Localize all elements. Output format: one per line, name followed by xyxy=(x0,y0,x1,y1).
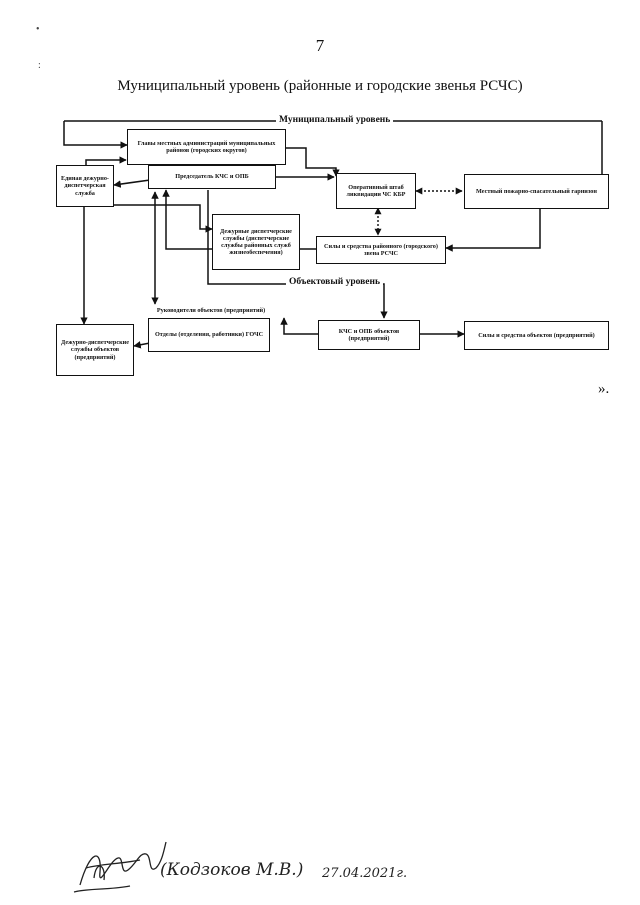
box-obj-duty-text: Дежурно-диспетчерские службы объектов (п… xyxy=(61,339,129,361)
box-forces-district: Силы и средства районного (городского) з… xyxy=(316,236,446,264)
frame-left-to-heads xyxy=(63,121,128,149)
box-obj-forces-text: Силы и средства объектов (предприятий) xyxy=(478,331,595,339)
margin-mark-side: : xyxy=(38,60,41,71)
box-edds-text: Единая дежурно-диспетчерская служба xyxy=(61,175,109,197)
box-obj-gochs-text: Отделы (отделения, работники) ГОЧС xyxy=(154,331,264,339)
box-object-gochs: Отделы (отделения, работники) ГОЧС xyxy=(148,318,270,352)
box-object-kchs: КЧС и ОПБ объектов (предприятий) xyxy=(318,320,420,350)
box-duty-text: Дежурные диспетчерские службы (диспетчер… xyxy=(220,227,292,257)
box-chair-kchs: Председатель КЧС и ОПБ xyxy=(148,165,276,189)
garrison-to-forces xyxy=(445,209,541,252)
box-garrison-text: Местный пожарно-спасательный гарнизон xyxy=(476,187,597,195)
heads-to-ophq xyxy=(286,147,340,177)
box-edds: Единая дежурно-диспетчерская служба xyxy=(56,165,114,207)
signature-name: (Кодзоков М.В.) xyxy=(160,860,304,880)
signature-scribble xyxy=(73,841,167,893)
box-object-heads: Руководители объектов (предприятий) xyxy=(136,304,286,318)
box-ophq-text: Оперативный штаб ликвидации ЧС КБР xyxy=(346,183,406,198)
box-heads-of-administrations: Главы местных администраций муниципальны… xyxy=(127,129,286,165)
page-number: 7 xyxy=(315,36,325,55)
box-fire-garrison: Местный пожарно-спасательный гарнизон xyxy=(464,174,609,209)
margin-mark-top: • xyxy=(36,24,40,35)
objkchs-to-objheads xyxy=(280,317,318,335)
closing-quote: ». xyxy=(598,381,610,397)
level-label-municipal: Муниципальный уровень xyxy=(276,114,394,126)
chair-to-edds xyxy=(113,179,151,188)
box-duty-services: Дежурные диспетчерские службы (диспетчер… xyxy=(212,214,300,270)
page-title: Муниципальный уровень (районные и городс… xyxy=(117,78,523,94)
edds-to-heads xyxy=(85,156,127,165)
box-forces-district-text: Силы и средства районного (городского) з… xyxy=(324,242,438,257)
box-heads-text: Главы местных администраций муниципальны… xyxy=(137,139,276,154)
signature-date: 27.04.2021г. xyxy=(322,866,408,881)
box-operational-hq: Оперативный штаб ликвидации ЧС КБР xyxy=(336,173,416,209)
box-obj-heads-text: Руководители объектов (предприятий) xyxy=(156,307,266,315)
box-object-duty: Дежурно-диспетчерские службы объектов (п… xyxy=(56,324,134,376)
edds-to-duty xyxy=(112,204,213,233)
box-chair-text: Председатель КЧС и ОПБ xyxy=(175,173,249,181)
box-obj-kchs-text: КЧС и ОПБ объектов (предприятий) xyxy=(338,327,400,342)
level-label-object: Объектовый уровень xyxy=(286,276,383,288)
box-object-forces: Силы и средства объектов (предприятий) xyxy=(464,321,609,350)
objgochs-to-objduty xyxy=(133,341,151,349)
